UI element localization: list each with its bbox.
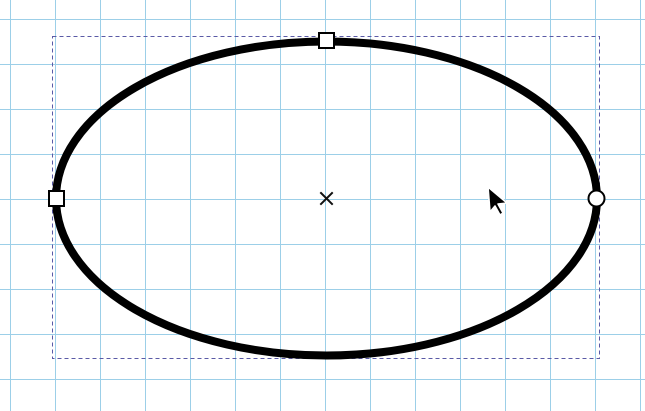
handle-right[interactable] [587,189,606,208]
handle-top[interactable] [318,32,335,49]
pointer-arrow-icon [487,186,508,216]
x-mark-icon [319,191,334,206]
handle-left[interactable] [48,190,65,207]
